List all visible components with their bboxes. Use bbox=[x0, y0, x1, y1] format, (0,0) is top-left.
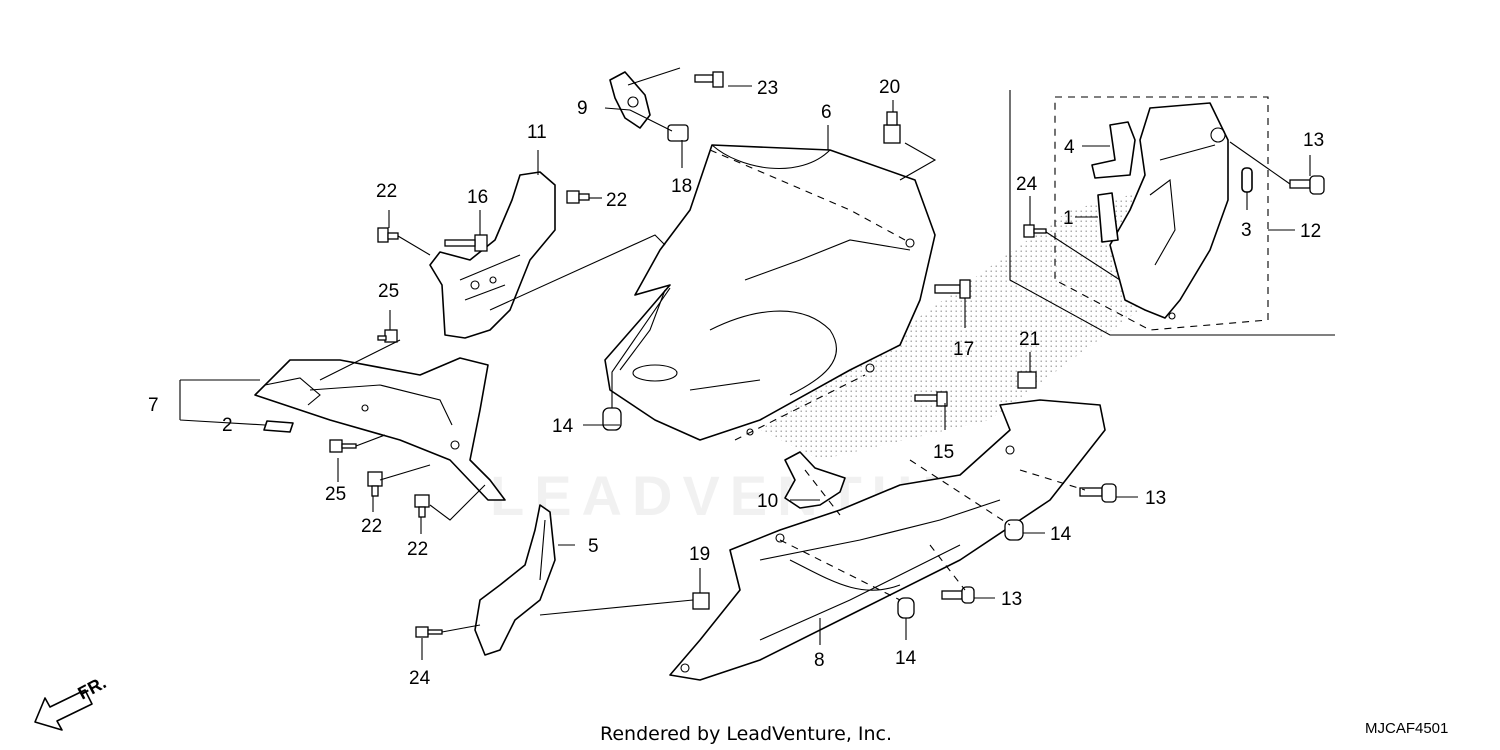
callout-18: 18 bbox=[671, 176, 692, 197]
callout-21: 21 bbox=[1019, 329, 1040, 350]
callout-16: 16 bbox=[467, 187, 488, 208]
callout-22a: 22 bbox=[376, 181, 397, 202]
front-direction-indicator: FR. bbox=[34, 672, 109, 731]
fasteners bbox=[329, 71, 1325, 638]
callout-4: 4 bbox=[1064, 137, 1075, 158]
callout-13b: 13 bbox=[1145, 488, 1166, 509]
callout-8: 8 bbox=[814, 650, 825, 671]
callout-9: 9 bbox=[577, 98, 588, 119]
callout-23: 23 bbox=[757, 78, 778, 99]
dashed-leaders bbox=[709, 96, 1269, 601]
callout-19: 19 bbox=[689, 544, 710, 565]
part-3-grommet bbox=[1241, 167, 1253, 193]
callout-20: 20 bbox=[879, 77, 900, 98]
callout-15: 15 bbox=[933, 442, 954, 463]
callout-14b: 14 bbox=[1050, 524, 1072, 545]
callout-10: 10 bbox=[757, 491, 778, 512]
callout-22b: 22 bbox=[606, 190, 627, 211]
part-10-lower-bracket bbox=[784, 451, 846, 509]
part-12-inner-panel bbox=[1109, 102, 1229, 320]
callout-14c: 14 bbox=[895, 648, 917, 669]
callout-24a: 24 bbox=[1016, 174, 1038, 195]
callout-13a: 13 bbox=[1303, 130, 1324, 151]
callout-2: 2 bbox=[222, 415, 233, 436]
callout-3: 3 bbox=[1241, 220, 1252, 241]
leader-lines bbox=[179, 67, 1335, 660]
callout-11: 11 bbox=[527, 122, 547, 143]
part-4-pad bbox=[1091, 121, 1136, 179]
callout-12: 12 bbox=[1300, 221, 1321, 242]
callout-5: 5 bbox=[588, 536, 599, 557]
callout-25b: 25 bbox=[325, 484, 346, 505]
diagram-code: MJCAF4501 bbox=[1365, 720, 1448, 737]
callout-22c: 22 bbox=[361, 516, 382, 537]
callouts: 1 2 3 4 5 6 7 8 9 10 11 12 13 13 13 14 1… bbox=[148, 77, 1324, 689]
part-2-emblem bbox=[263, 420, 294, 433]
part-5-side-strip bbox=[474, 504, 556, 656]
callout-13c: 13 bbox=[1001, 589, 1022, 610]
callout-7: 7 bbox=[148, 395, 159, 416]
callout-14a: 14 bbox=[552, 416, 574, 437]
part-9-bracket bbox=[609, 71, 651, 129]
callout-25a: 25 bbox=[378, 281, 399, 302]
arrow-icon bbox=[34, 689, 93, 731]
part-8-lower-cowl bbox=[669, 399, 1106, 681]
part-11-inner-bracket bbox=[429, 171, 556, 339]
callout-1: 1 bbox=[1063, 208, 1074, 229]
callout-17: 17 bbox=[953, 339, 974, 360]
part-7-middle-cowl bbox=[254, 357, 506, 501]
callout-24b: 24 bbox=[409, 668, 431, 689]
footer-credit: Rendered by LeadVenture, Inc. bbox=[600, 723, 892, 745]
callout-6: 6 bbox=[821, 102, 832, 123]
part-1-pad bbox=[1097, 192, 1119, 243]
callout-22d: 22 bbox=[407, 539, 428, 560]
